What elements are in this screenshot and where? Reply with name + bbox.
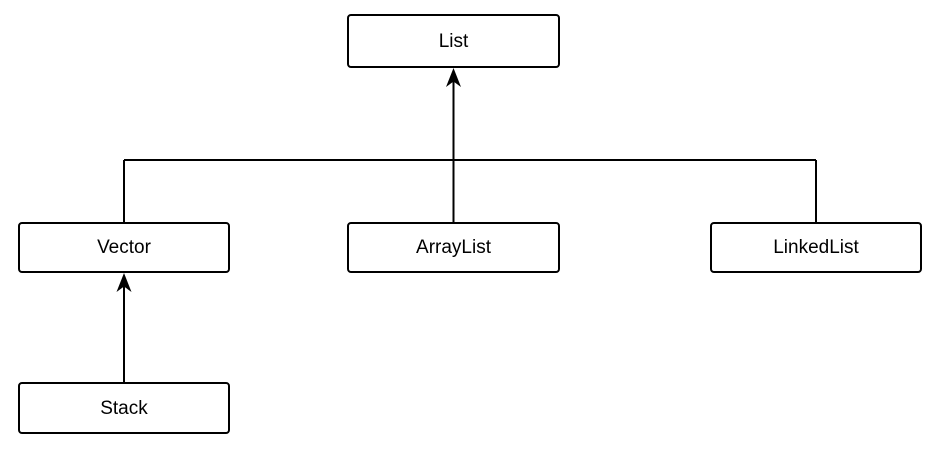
node-list-label: List [438,30,469,52]
node-list: List [347,14,560,68]
node-arraylist: ArrayList [347,222,560,273]
node-vector: Vector [18,222,230,273]
node-stack: Stack [18,382,230,434]
node-linkedlist: LinkedList [710,222,922,273]
node-arraylist-label: ArrayList [416,237,491,258]
node-linkedlist-label: LinkedList [773,237,859,258]
node-stack-label: Stack [100,397,148,419]
node-vector-label: Vector [97,237,151,258]
arrowhead-into-vector-icon [116,273,132,292]
arrowhead-into-list-icon [446,68,461,87]
